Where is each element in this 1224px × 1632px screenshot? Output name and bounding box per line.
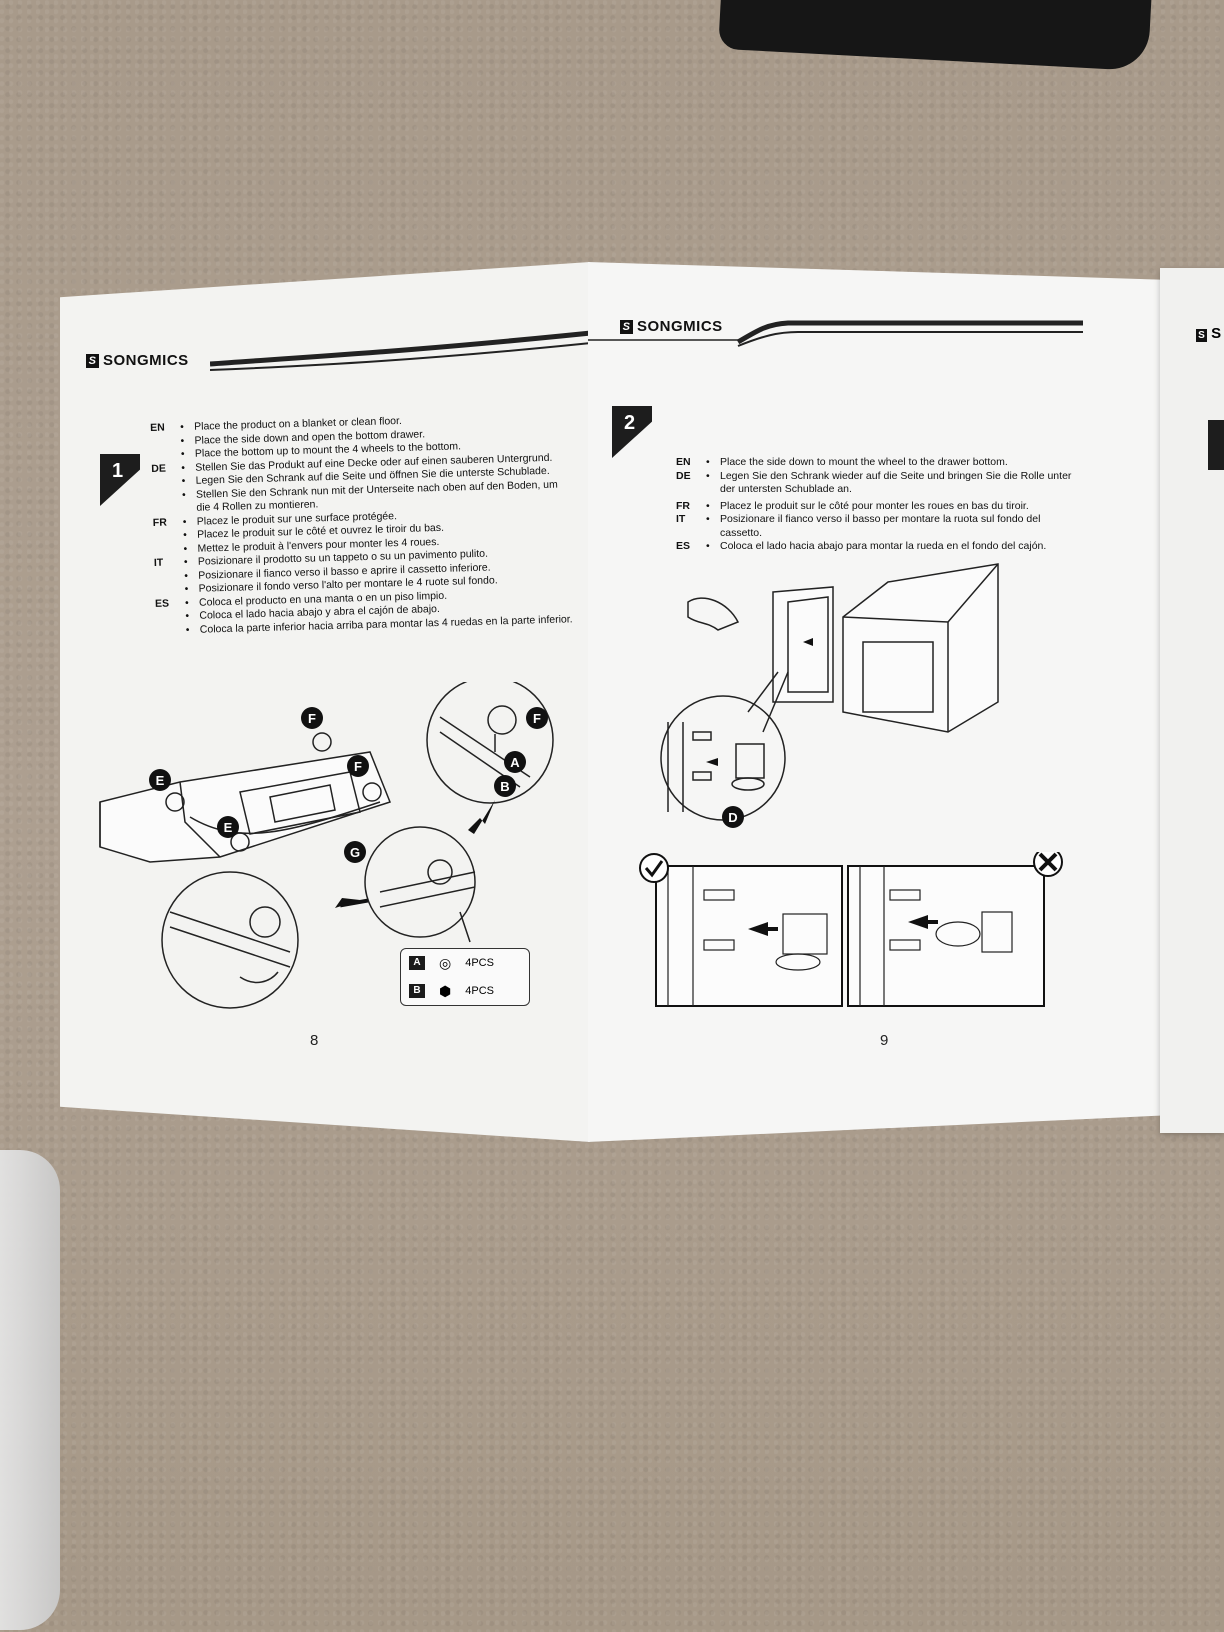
step-badge-partial xyxy=(1208,420,1224,470)
parts-list: A ◎ 4PCS B ⬢ 4PCS xyxy=(400,948,530,1006)
lang-code: FR xyxy=(676,499,690,512)
label-f-1: F xyxy=(301,707,323,729)
label-f-2: F xyxy=(347,755,369,777)
svg-text:A: A xyxy=(510,755,520,770)
instr-de: DE•Legen Sie den Schrank wieder auf die … xyxy=(676,470,1076,497)
brand-name: SONGMICS xyxy=(103,352,189,369)
header-stripe xyxy=(210,327,621,371)
instr-line: Legen Sie den Schrank wieder auf die Sei… xyxy=(720,469,1072,496)
cross-icon xyxy=(1033,852,1063,877)
label-f-3: F xyxy=(526,707,548,729)
part-id: A xyxy=(409,956,425,970)
lang-code: IT xyxy=(153,556,164,569)
part-id: B xyxy=(409,984,425,998)
lang-code: DE xyxy=(676,469,691,482)
step-number: 1 xyxy=(112,460,124,482)
part-row-b: B ⬢ 4PCS xyxy=(401,977,529,1005)
instr-fr: FR•Placez le produit sur le côté pour mo… xyxy=(676,500,1076,514)
instr-line: Posizionare il fianco verso il basso per… xyxy=(720,513,1041,539)
svg-text:E: E xyxy=(156,773,165,788)
page-number: 9 xyxy=(880,1032,889,1049)
part-qty: 4PCS xyxy=(465,957,494,969)
lang-code: EN xyxy=(676,456,691,468)
label-e-2: E xyxy=(217,816,239,838)
lang-code: ES xyxy=(154,597,170,610)
step-2-instructions: EN•Place the side down to mount the whee… xyxy=(676,456,1076,554)
label-a: A xyxy=(504,751,526,773)
brand-logo: S SONGMICS xyxy=(620,318,723,335)
lang-code: ES xyxy=(676,540,691,552)
step-badge-2: 2 xyxy=(612,406,652,458)
part-qty: 4PCS xyxy=(465,985,494,997)
manual-page-partial xyxy=(1160,268,1224,1133)
logo-mark-icon: S xyxy=(86,353,99,368)
svg-text:F: F xyxy=(354,759,362,774)
svg-text:D: D xyxy=(728,810,737,825)
logo-mark-icon: S xyxy=(1196,329,1207,342)
brand-fragment: S xyxy=(1211,325,1222,342)
label-b: B xyxy=(494,775,516,797)
label-e-1: E xyxy=(149,769,171,791)
instr-es: ES•Coloca el lado hacia abajo para monta… xyxy=(676,540,1076,554)
instr-line: Coloca el lado hacia abajo para montar l… xyxy=(720,540,1047,552)
brand-logo: S SONGMICS xyxy=(86,352,189,369)
label-d: D xyxy=(722,806,744,828)
comparison-panels xyxy=(639,852,1063,1007)
instr-it: IT•Posizionare il fianco verso il basso … xyxy=(676,513,1076,540)
washer-icon: ◎ xyxy=(439,954,452,971)
bubble-wrap xyxy=(0,1150,60,1630)
step-2-diagram: D xyxy=(660,563,999,828)
page-8-content: S SONGMICS 1 EN•Place the product on a b… xyxy=(60,262,621,1142)
part-row-a: A ◎ 4PCS xyxy=(401,949,529,977)
instr-line: Placez le produit sur le côté pour monte… xyxy=(720,499,1029,512)
instr-en: EN•Place the side down to mount the whee… xyxy=(676,456,1076,470)
svg-text:F: F xyxy=(533,711,541,726)
step-1-instructions: EN•Place the product on a blanket or cle… xyxy=(150,410,576,638)
lang-code: FR xyxy=(152,516,167,529)
lang-code: IT xyxy=(676,513,686,525)
logo-mark-icon: S xyxy=(620,319,633,334)
step-1-diagram: E E F F F A B G xyxy=(99,682,554,1009)
header-stripe xyxy=(588,320,1083,347)
brand-name: SONGMICS xyxy=(637,318,723,335)
partial-brand: S S xyxy=(1196,325,1221,342)
svg-text:G: G xyxy=(350,845,360,860)
nut-icon: ⬢ xyxy=(439,982,452,999)
svg-text:B: B xyxy=(500,779,509,794)
step-badge-1: 1 xyxy=(100,454,140,506)
instr-line: Place the side down to mount the wheel t… xyxy=(720,456,1008,468)
label-g: G xyxy=(344,841,366,863)
lang-code: EN xyxy=(150,421,165,434)
svg-text:F: F xyxy=(308,711,316,726)
page-9-content: S SONGMICS 2 EN•Place the side down to m… xyxy=(588,262,1160,1142)
lang-code: DE xyxy=(151,462,167,475)
check-icon xyxy=(639,853,669,883)
page-number: 8 xyxy=(310,1032,319,1049)
svg-text:E: E xyxy=(224,820,233,835)
step-number: 2 xyxy=(624,412,636,434)
